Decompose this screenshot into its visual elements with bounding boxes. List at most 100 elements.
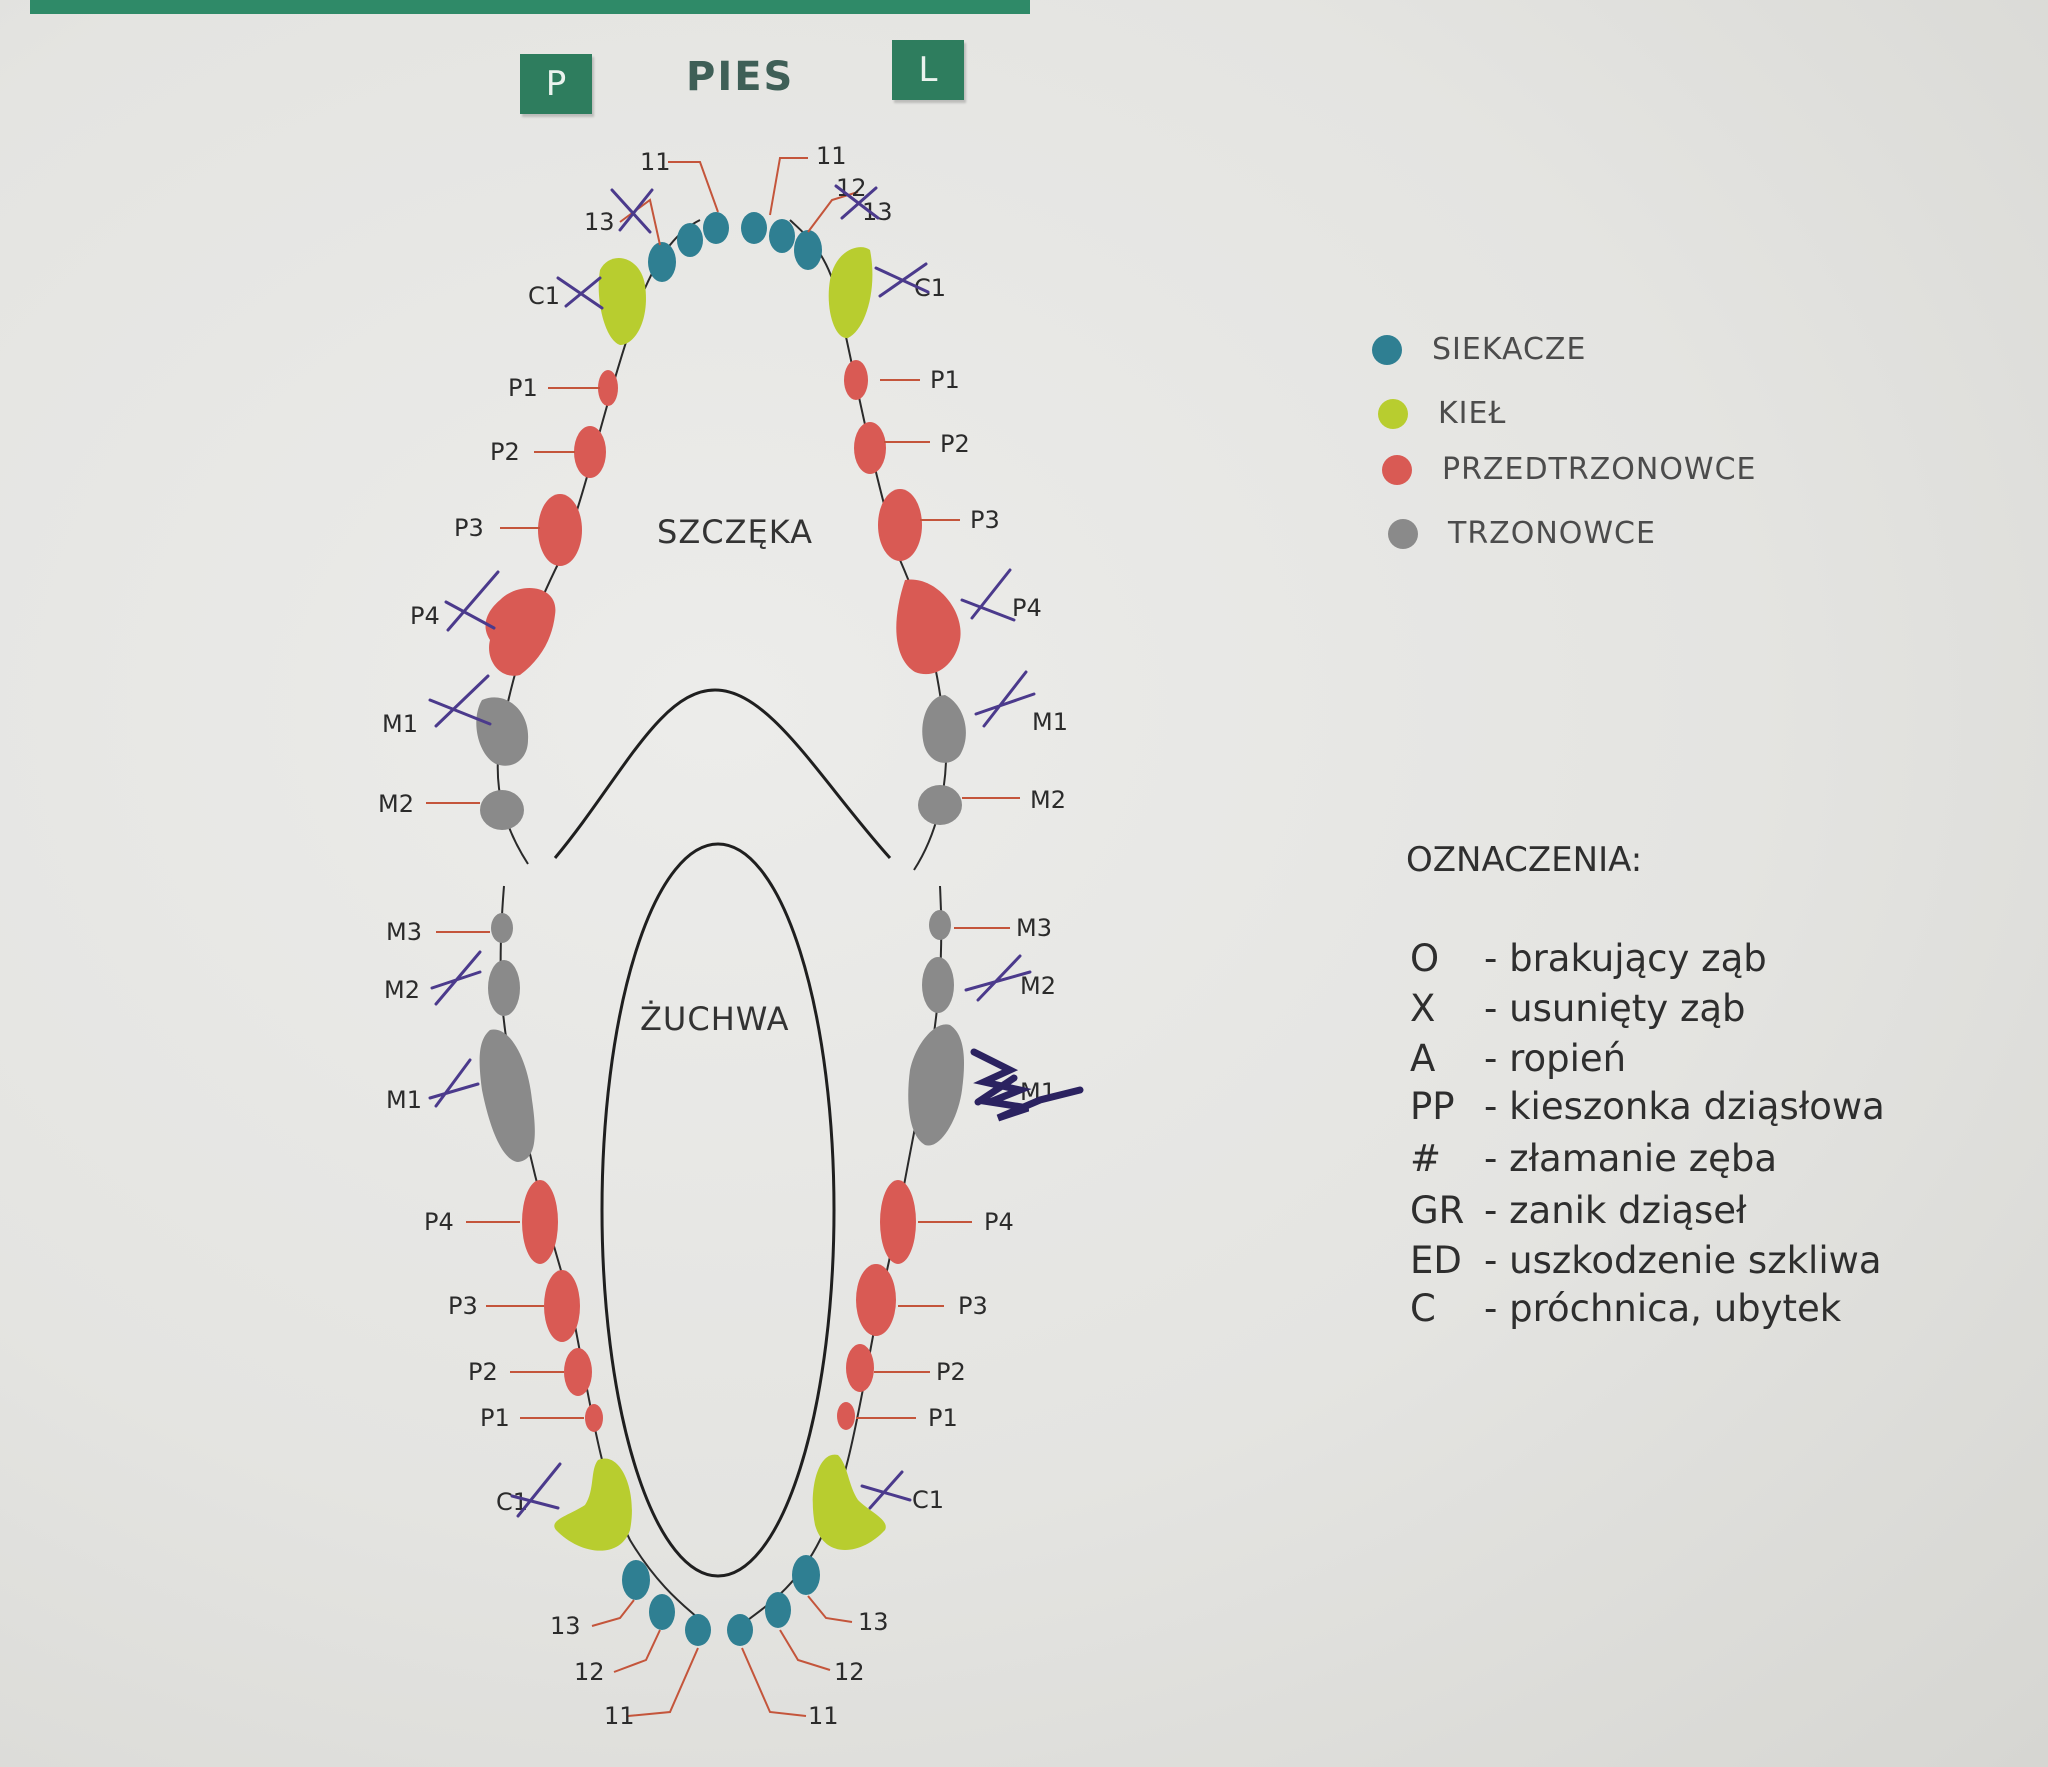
tooth-upper-m2-right bbox=[918, 785, 962, 825]
marking-row: A- ropień bbox=[1410, 1036, 1627, 1080]
tooth-lower-p2-left bbox=[564, 1348, 592, 1396]
right-side-tag: L bbox=[892, 40, 964, 100]
tooth-lower-p4-right bbox=[880, 1180, 916, 1264]
tooth-upper-m1-left bbox=[476, 697, 529, 766]
tooth-upper-incisor bbox=[769, 219, 795, 253]
tooth-upper-m1-right bbox=[922, 695, 966, 763]
label-upper-left-p1: P1 bbox=[508, 374, 538, 402]
label-lower-right-p2: P2 bbox=[936, 1358, 966, 1386]
x-mark-upper-left-13 bbox=[610, 188, 654, 234]
x-mark-upper-right-12 bbox=[834, 184, 880, 220]
label-lower-right-p1: P1 bbox=[928, 1404, 958, 1432]
tooth-lower-m3-right bbox=[929, 910, 951, 940]
tooth-lower-canine-left bbox=[554, 1458, 632, 1551]
header-accent-bar bbox=[30, 0, 1030, 14]
label-lower-left-m3: M3 bbox=[386, 918, 422, 946]
tooth-upper-canine-right bbox=[828, 247, 873, 339]
lower-jaw-label: ŻUCHWA bbox=[640, 1000, 790, 1038]
tooth-upper-incisor bbox=[677, 223, 703, 257]
tooth-lower-m1-right bbox=[908, 1024, 965, 1146]
tooth-lower-p4-left bbox=[522, 1180, 558, 1264]
label-upper-left-p2: P2 bbox=[490, 438, 520, 466]
tooth-upper-p2-right bbox=[854, 422, 886, 474]
legend-incisors: SIEKACZE bbox=[1372, 332, 1586, 367]
label-lower-left-m2: M2 bbox=[384, 976, 420, 1004]
label-upper-left-p4: P4 bbox=[410, 602, 440, 630]
x-mark-upper-right-p4 bbox=[960, 568, 1016, 622]
marking-row: X- usunięty ząb bbox=[1410, 986, 1746, 1030]
x-mark-lower-left-c1 bbox=[510, 1462, 562, 1518]
label-upper-left-c1: C1 bbox=[528, 282, 560, 310]
label-lower-right-p3: P3 bbox=[958, 1292, 988, 1320]
tooth-upper-canine-left bbox=[598, 258, 646, 345]
x-mark-lower-right-c1 bbox=[860, 1470, 912, 1510]
label-upper-right-p2: P2 bbox=[940, 430, 970, 458]
tooth-upper-incisor bbox=[741, 212, 767, 244]
label-upper-right-p3: P3 bbox=[970, 506, 1000, 534]
label-lower-left-13: 13 bbox=[550, 1612, 581, 1640]
label-upper-left-13: 13 bbox=[584, 208, 615, 236]
tooth-upper-p4-left bbox=[485, 588, 556, 676]
label-lower-left-11: 11 bbox=[604, 1702, 635, 1730]
label-lower-right-11: 11 bbox=[808, 1702, 839, 1730]
tooth-upper-incisor bbox=[703, 212, 729, 244]
marking-row: O- brakujący ząb bbox=[1410, 936, 1767, 980]
tooth-upper-p4-right bbox=[896, 579, 961, 675]
label-upper-right-11: 11 bbox=[816, 142, 847, 170]
label-upper-left-m2: M2 bbox=[378, 790, 414, 818]
x-mark-upper-left-c1 bbox=[556, 276, 604, 310]
label-lower-right-m3: M3 bbox=[1016, 914, 1052, 942]
tooth-lower-incisor bbox=[622, 1560, 650, 1600]
scribble-lower-right-m1 bbox=[970, 1048, 1084, 1122]
label-lower-right-p4: P4 bbox=[984, 1208, 1014, 1236]
tooth-lower-p3-right bbox=[856, 1264, 896, 1336]
tooth-lower-incisor bbox=[649, 1594, 675, 1630]
tooth-lower-m2-left bbox=[488, 960, 520, 1016]
label-upper-left-p3: P3 bbox=[454, 514, 484, 542]
legend-canine: KIEŁ bbox=[1378, 396, 1506, 431]
x-mark-upper-left-p4 bbox=[444, 570, 500, 632]
label-lower-right-12: 12 bbox=[834, 1658, 865, 1686]
x-mark-lower-left-m1 bbox=[428, 1058, 480, 1108]
label-lower-left-p4: P4 bbox=[424, 1208, 454, 1236]
tooth-lower-m2-right bbox=[922, 957, 954, 1013]
marking-row: GR- zanik dziąseł bbox=[1410, 1188, 1747, 1232]
label-upper-right-m2: M2 bbox=[1030, 786, 1066, 814]
label-lower-left-12: 12 bbox=[574, 1658, 605, 1686]
label-upper-right-13: 13 bbox=[862, 198, 893, 226]
label-lower-right-13: 13 bbox=[858, 1608, 889, 1636]
handwritten-x-marks bbox=[428, 184, 1036, 1518]
markings-title: OZNACZENIA: bbox=[1406, 840, 1643, 880]
label-upper-left-m1: M1 bbox=[382, 710, 418, 738]
tooth-upper-p3-left bbox=[538, 494, 582, 566]
x-mark-lower-right-m2 bbox=[964, 954, 1032, 1002]
tooth-lower-incisor bbox=[727, 1614, 753, 1646]
palate-outline bbox=[553, 688, 892, 860]
x-mark-upper-left-m1 bbox=[428, 674, 492, 728]
mandible-outline bbox=[600, 842, 836, 1578]
legend-molars: TRZONOWCE bbox=[1388, 516, 1656, 551]
tooth-upper-p1-right bbox=[844, 360, 868, 400]
tooth-lower-canine-right bbox=[812, 1454, 886, 1550]
tooth-lower-m1-left bbox=[479, 1029, 535, 1162]
x-mark-upper-right-c1 bbox=[874, 262, 930, 298]
left-side-tag: P bbox=[520, 54, 592, 114]
tooth-upper-incisor bbox=[794, 230, 822, 270]
marking-row: PP- kieszonka dziąsłowa bbox=[1410, 1084, 1885, 1128]
molar-color-swatch bbox=[1388, 518, 1418, 549]
label-lower-left-m1: M1 bbox=[386, 1086, 422, 1114]
tooth-upper-p2-left bbox=[574, 426, 606, 478]
label-upper-right-m1: M1 bbox=[1032, 708, 1068, 736]
marking-row: #- złamanie zęba bbox=[1410, 1136, 1778, 1180]
canine-color-swatch bbox=[1378, 398, 1408, 429]
chart-title: PIES bbox=[686, 54, 795, 100]
x-mark-upper-right-m1 bbox=[974, 670, 1036, 728]
tooth-upper-p1-left bbox=[598, 370, 618, 406]
tooth-lower-p1-left bbox=[585, 1404, 603, 1432]
tooth-upper-p3-right bbox=[878, 489, 922, 561]
legend-premolars: PRZEDTRZONOWCE bbox=[1382, 452, 1757, 487]
tooth-lower-p1-right bbox=[837, 1402, 855, 1430]
tooth-lower-p3-left bbox=[544, 1270, 580, 1342]
label-lower-right-c1: C1 bbox=[912, 1486, 944, 1514]
